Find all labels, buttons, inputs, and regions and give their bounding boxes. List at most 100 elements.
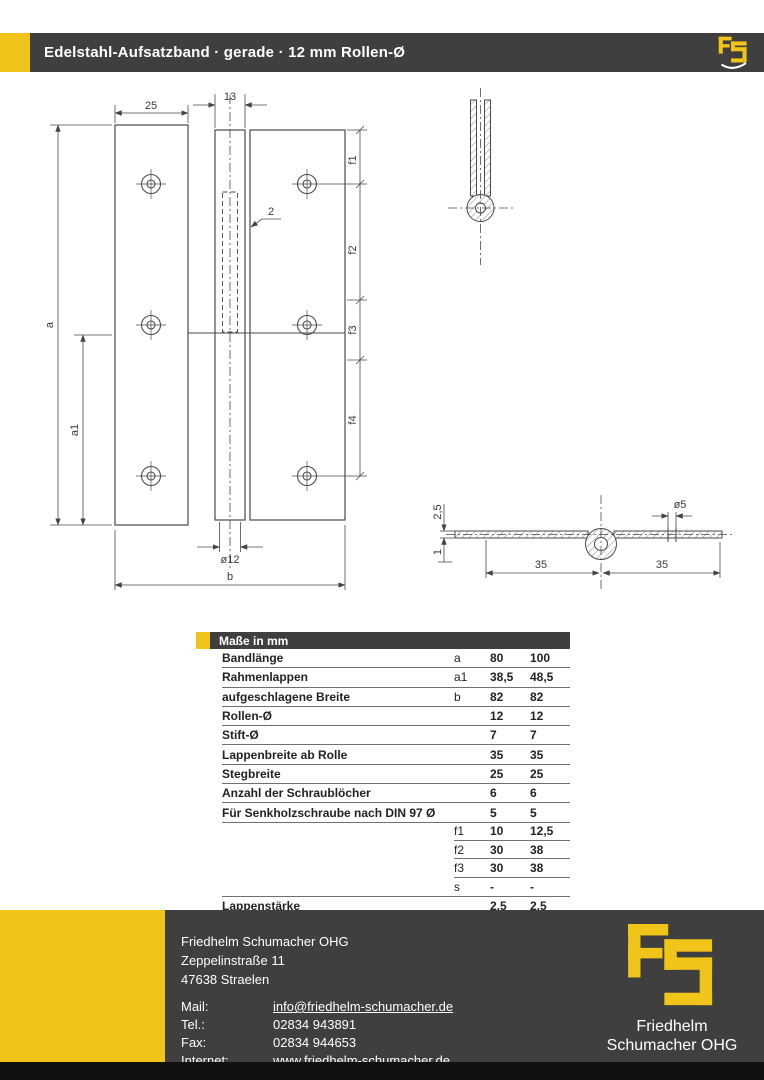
- front-view: [114, 95, 346, 570]
- spec-table-header: Maße in mm: [196, 632, 570, 649]
- footer: Friedhelm Schumacher OHG Zeppelinstraße …: [0, 910, 764, 1068]
- dim-label-f4: f4: [347, 415, 359, 424]
- table-row: Für Senkholzschraube nach DIN 97 Ø 5 5: [222, 803, 570, 823]
- frame-leaf: [114, 124, 189, 526]
- row-value-2: 7: [530, 728, 537, 743]
- row-param: f3: [454, 859, 490, 878]
- row-label: Anzahl der Schraublöcher: [222, 786, 371, 801]
- side-view: [448, 88, 513, 265]
- row-value-2: 12: [530, 709, 544, 724]
- dim-label-a1: a1: [69, 424, 81, 436]
- row-value-1: 2,5: [490, 899, 507, 913]
- contact-label: Mail:: [181, 999, 209, 1014]
- row-value-1: 7: [490, 728, 497, 743]
- dim-label-holedia: ø5: [674, 499, 687, 511]
- section-view: [446, 495, 732, 590]
- hole: [136, 169, 322, 491]
- bottom-bar: [0, 1062, 764, 1080]
- table-row: Stift-Ø 7 7: [222, 726, 570, 746]
- row-param: f1: [454, 823, 490, 841]
- row-label: Stift-Ø: [222, 728, 259, 743]
- dim-label-steg: 25: [145, 100, 157, 112]
- drawing-svg: 25 13 2 a a1 b ø12 f1 f2 f3 f4: [44, 88, 732, 590]
- row-value-2: 38: [530, 859, 570, 878]
- row-value-2: -: [530, 879, 534, 894]
- row-value-1: 38,5: [490, 670, 514, 685]
- row-label: [222, 823, 454, 841]
- row-value-1: 6: [490, 786, 497, 801]
- row-value-1: 35: [490, 747, 504, 762]
- header-strip: Edelstahl-Aufsatzband · gerade · 12 mm R…: [30, 33, 764, 72]
- accent-block: [0, 33, 30, 72]
- fax-value: 02834 944653: [273, 1035, 357, 1050]
- table-accent-block: [196, 632, 210, 649]
- row-value-1: 10: [490, 823, 530, 841]
- logo-text-line1: Friedhelm: [636, 1018, 708, 1035]
- row-label: Stegbreite: [222, 766, 281, 781]
- row-value-1: 5: [490, 805, 497, 820]
- contact-label: Fax:: [181, 1035, 207, 1050]
- dim-label-rollwidth: 13: [224, 91, 236, 103]
- row-label: Bandlänge: [222, 651, 284, 666]
- row-label: Für Senkholzschraube nach DIN 97 Ø: [222, 805, 436, 820]
- dim-label-35-left: 35: [535, 559, 547, 571]
- dim-label-f1: f1: [347, 155, 359, 164]
- footer-accent-block: [0, 910, 165, 1062]
- section-dimensions: [438, 504, 721, 578]
- row-value-1: 30: [490, 841, 530, 860]
- footer-logo: Friedhelm Schumacher OHG: [602, 924, 742, 1055]
- row-label: aufgeschlagene Breite: [222, 689, 351, 704]
- dim-label-thickness: 2,5: [432, 504, 444, 519]
- row-value-2: 48,5: [530, 670, 554, 685]
- company-address: Friedhelm Schumacher OHG Zeppelinstraße …: [181, 932, 349, 989]
- row-param: b: [454, 689, 461, 704]
- company-name: Friedhelm Schumacher OHG: [181, 934, 349, 949]
- row-param: [454, 765, 490, 783]
- row-value-1: 12: [490, 709, 504, 724]
- row-value-1: -: [490, 879, 494, 894]
- row-param: [454, 803, 490, 821]
- row-label: Rahmenlappen: [222, 670, 309, 685]
- row-param: [454, 745, 490, 763]
- email-link[interactable]: info@friedhelm-schumacher.de: [273, 999, 454, 1014]
- dim-label-b: b: [227, 571, 233, 583]
- row-value-2: 12,5: [530, 823, 570, 841]
- table-row: s--: [222, 878, 570, 897]
- row-value-2: 35: [530, 747, 544, 762]
- fs-logo-large-icon: [628, 924, 713, 1006]
- row-label: [222, 878, 454, 896]
- dim-label-offset: 1: [432, 549, 444, 555]
- screw-holes: [136, 169, 322, 491]
- row-value-2: 2,5: [530, 899, 547, 913]
- logo-text-line2: Schumacher OHG: [606, 1037, 738, 1054]
- contact-list: Mail: info@friedhelm-schumacher.de Tel.:…: [181, 998, 453, 1070]
- company-street: Zeppelinstraße 11: [181, 953, 285, 968]
- row-value-1: 25: [490, 766, 504, 781]
- row-value-1: 30: [490, 859, 530, 878]
- row-param: a: [454, 651, 461, 666]
- row-label: [222, 841, 454, 859]
- hidden-pin: [222, 191, 238, 333]
- phone-value: 02834 943891: [273, 1017, 357, 1032]
- row-value-2: 38: [530, 841, 570, 860]
- row-label: [222, 859, 454, 877]
- page-title: Edelstahl-Aufsatzband · gerade · 12 mm R…: [44, 44, 406, 61]
- contact-label: Tel.:: [181, 1017, 205, 1032]
- dim-label-gap: 2: [268, 206, 274, 218]
- fs-logo-icon: [716, 36, 750, 70]
- row-param: s: [454, 879, 460, 894]
- row-label: Rollen-Ø: [222, 709, 272, 724]
- row-value-2: 5: [530, 805, 537, 820]
- dim-label-35-right: 35: [656, 559, 668, 571]
- front-dimensions: [50, 94, 367, 590]
- company-city: 47638 Straelen: [181, 972, 270, 987]
